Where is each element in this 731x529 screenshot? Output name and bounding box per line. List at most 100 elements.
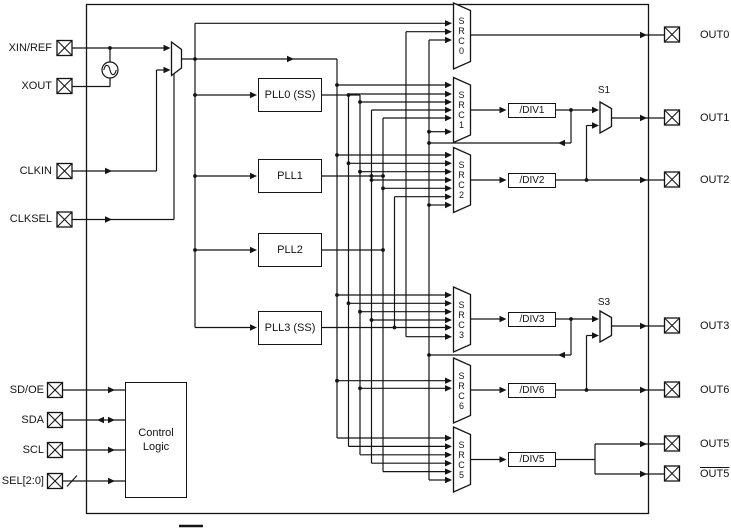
pad-clkin-x-icon <box>56 163 73 179</box>
junction-dot <box>381 248 385 252</box>
src6-mux-label: SRC6 <box>458 370 465 411</box>
arrowhead <box>163 66 171 74</box>
pin-label-out6: OUT6 <box>700 383 730 396</box>
s1-mux-label: S1 <box>597 85 611 96</box>
pad-clksel-x-icon <box>56 211 73 228</box>
arrowhead <box>97 416 104 424</box>
pll3-block: PLL3 (SS) <box>258 310 322 345</box>
junction-dot <box>369 174 374 178</box>
chip-border <box>85 3 650 515</box>
pad-out6-x-icon <box>664 381 680 398</box>
junction-dot <box>427 141 431 145</box>
arrowhead <box>163 44 171 52</box>
div2-block: /DIV2 <box>508 172 556 188</box>
junction-dot <box>427 129 431 134</box>
div6-block: /DIV6 <box>508 382 556 398</box>
src3-mux-label: SRC3 <box>458 299 465 340</box>
junction-dot <box>392 325 397 330</box>
arrowhead <box>499 315 507 323</box>
arrowhead <box>445 291 452 299</box>
arrowhead <box>640 114 647 122</box>
arrowhead <box>640 31 647 39</box>
pin-label-sda: SDA <box>21 413 44 426</box>
src5-mux-label: SRC5 <box>458 439 465 480</box>
control-logic-block: Control Logic <box>125 382 187 498</box>
arrowhead <box>445 333 452 340</box>
pin-label-clksel: CLKSEL <box>9 213 52 225</box>
arrowhead <box>445 316 452 324</box>
arrowhead <box>445 168 452 175</box>
src6-mux <box>452 357 472 424</box>
pin-label-out5: OUT5 <box>700 437 730 450</box>
arrowhead <box>108 416 115 424</box>
pad-out1-x-icon <box>664 109 680 126</box>
junction-dot <box>584 178 589 182</box>
pad-out3-x-icon <box>664 317 680 334</box>
pad-xout-x-icon <box>56 78 73 94</box>
s3-mux-label: S3 <box>597 297 611 308</box>
arrowhead <box>445 324 452 331</box>
junction-dot <box>335 293 339 297</box>
junction-dot <box>335 378 339 383</box>
arrowhead <box>445 106 452 114</box>
pad-out5-x-icon <box>664 435 680 452</box>
junction-dot <box>335 83 339 87</box>
pin-label-xout: XOUT <box>21 79 52 92</box>
src1-mux <box>452 76 472 144</box>
arrowhead <box>250 91 257 99</box>
arrowhead <box>445 28 452 35</box>
src5-mux <box>452 426 472 493</box>
junction-dot <box>427 203 431 207</box>
pin-label-clkin: CLKIN <box>19 164 52 177</box>
arrowhead <box>105 216 112 223</box>
pin-label-xin-ref: XIN/REF <box>8 41 52 54</box>
pin-label-out2: OUT2 <box>700 173 730 186</box>
div1-block: /DIV1 <box>508 102 556 118</box>
pin-label-out3: OUT3 <box>700 319 730 332</box>
junction-dot <box>584 388 589 392</box>
arrowhead <box>108 386 115 394</box>
arrowhead <box>250 324 257 331</box>
pad-out2-x-icon <box>664 171 680 188</box>
pll0-block: PLL0 (SS) <box>258 78 322 112</box>
pin-label-sel20: SEL[2:0] <box>1 474 44 487</box>
arrowhead <box>558 139 565 147</box>
pll2-block: PLL2 <box>258 233 322 267</box>
junction-dot <box>346 161 351 166</box>
arrowhead <box>445 451 452 458</box>
arrowhead <box>640 386 647 394</box>
control-logic-label-line2: Logic <box>142 441 170 453</box>
pad-out0-x-icon <box>664 26 680 43</box>
oscillator-sine-icon <box>103 64 117 76</box>
junction-dot <box>346 301 351 306</box>
arrowhead <box>499 386 507 394</box>
arrowhead <box>445 151 452 159</box>
pin-label-sd-oe: SD/OE <box>9 383 44 396</box>
arrowhead <box>445 468 452 475</box>
arrowhead <box>445 90 452 98</box>
src2-mux-label: SRC2 <box>458 160 465 200</box>
arrowhead <box>499 456 507 463</box>
arrowhead <box>445 434 452 442</box>
arrowhead <box>445 160 452 167</box>
pin-label-scl: SCL <box>22 443 44 456</box>
arrowhead <box>250 246 257 254</box>
arrowhead <box>640 176 647 184</box>
arrowhead <box>640 322 647 330</box>
s1-mux <box>599 100 613 135</box>
arrowhead <box>640 470 647 478</box>
pad-xin-ref-x-icon <box>56 40 73 56</box>
arrowhead <box>445 98 452 106</box>
arrowhead <box>445 443 452 450</box>
junction-dot <box>381 174 385 178</box>
pll1-block: PLL1 <box>258 159 322 193</box>
junction-dot <box>569 108 573 112</box>
arrowhead <box>250 172 257 180</box>
arrowhead <box>592 106 599 114</box>
arrowhead <box>640 440 647 448</box>
arrowhead <box>445 476 452 484</box>
pad-out5-b-x-icon <box>664 465 680 482</box>
arrowhead <box>108 446 115 454</box>
